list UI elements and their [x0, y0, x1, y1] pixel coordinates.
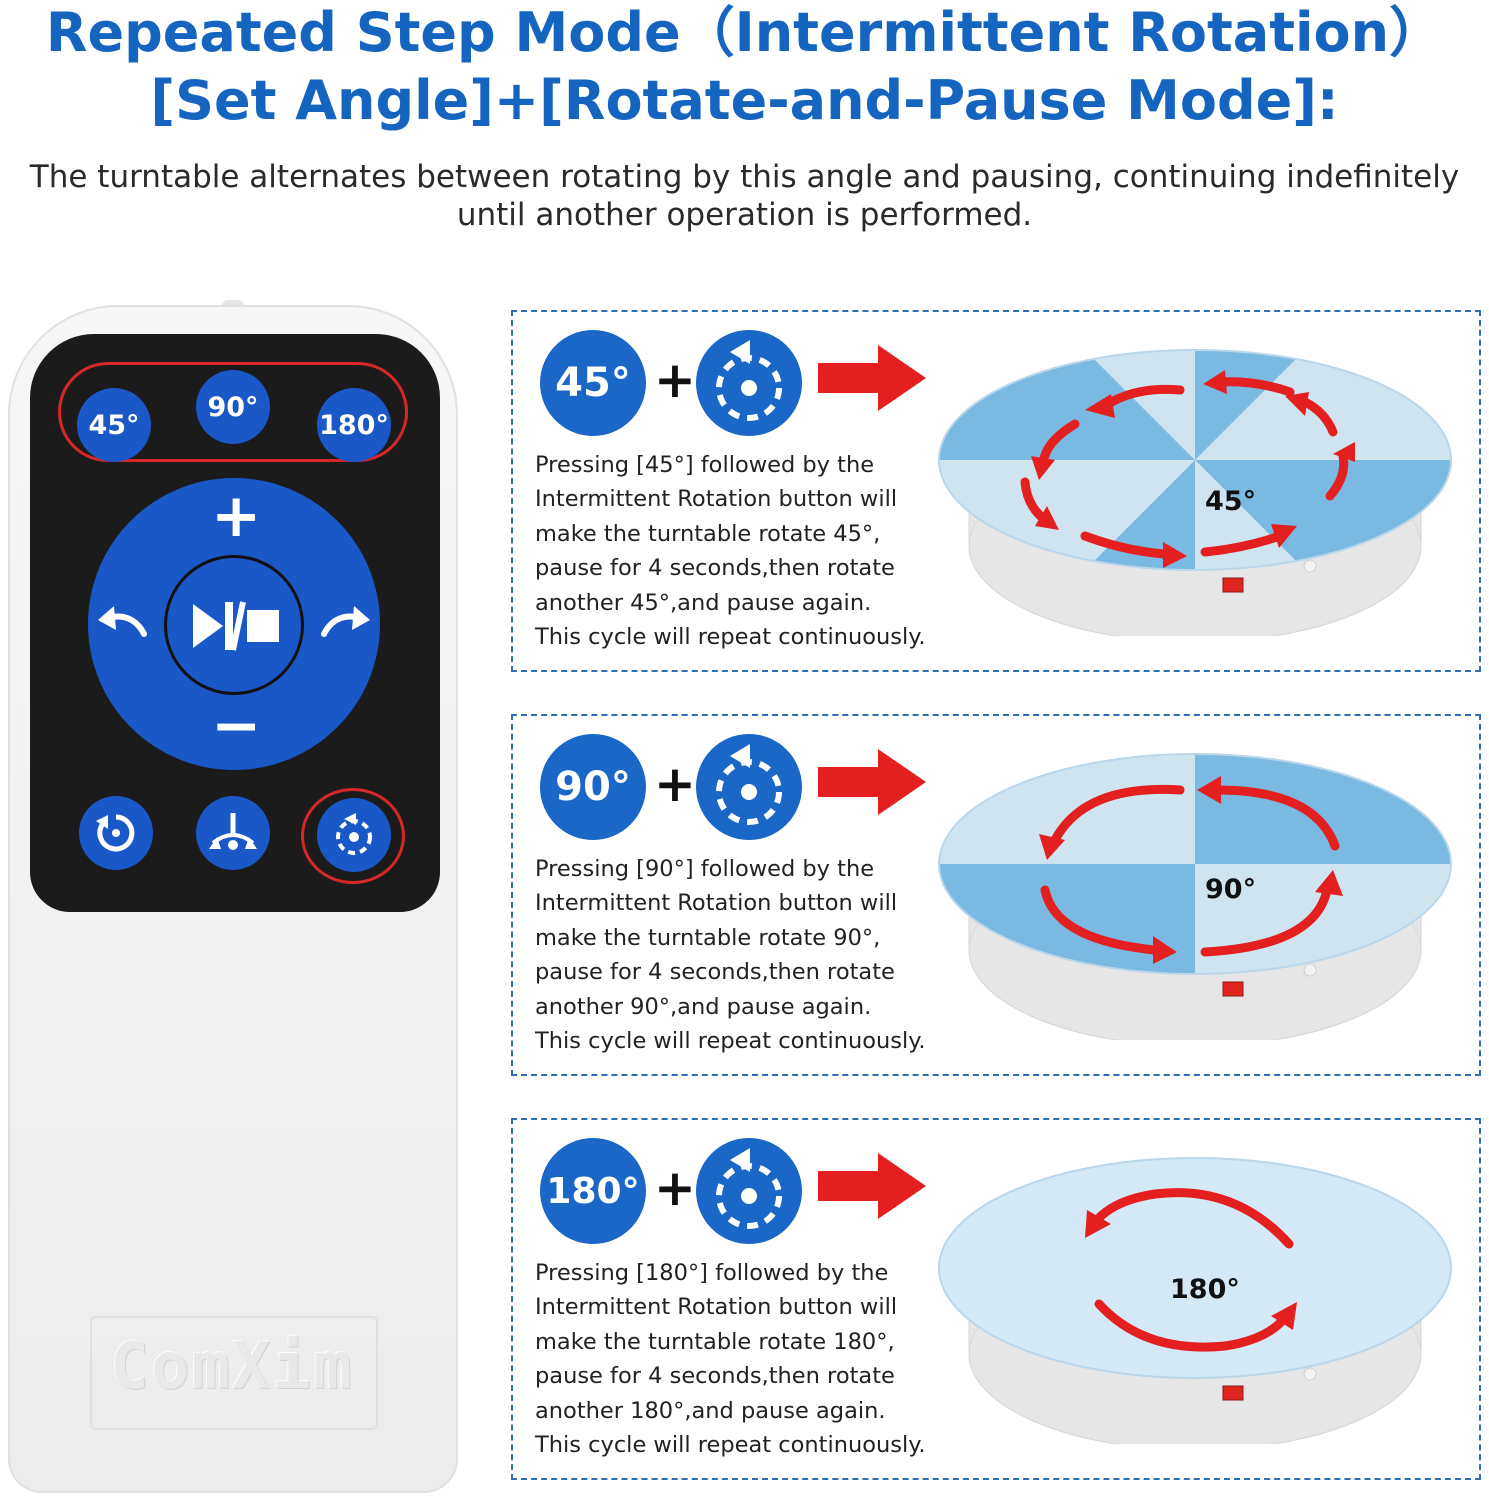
rotate-continuous-icon	[96, 814, 135, 852]
description-line: another 45°,and pause again.	[535, 589, 872, 616]
description-line: make the turntable rotate 45°,	[535, 520, 881, 547]
turntable-illustration	[938, 753, 1452, 1040]
brand-logo: ComXim	[110, 1330, 354, 1404]
angle-buttons-highlight	[58, 362, 408, 462]
page-title-line-2: [Set Angle]+[Rotate-and-Pause Mode]:	[150, 69, 1339, 132]
intermittent-rotation-icon	[696, 1138, 802, 1244]
turntable-illustration	[938, 349, 1452, 636]
angle-badge: 180°	[540, 1138, 646, 1244]
description-line: Pressing [45°] followed by the	[535, 452, 875, 478]
reset-position-icon	[209, 813, 257, 850]
page-title-line-1: Repeated Step Mode（Intermittent Rotation…	[45, 1, 1444, 64]
description-line: pause for 4 seconds,then rotate	[535, 959, 895, 986]
subtitle-line-2: until another operation is performed.	[456, 197, 1033, 233]
reset-position-button[interactable]	[196, 796, 270, 870]
intermittent-rotation-button[interactable]	[317, 798, 391, 872]
description-line: another 90°,and pause again.	[535, 993, 872, 1020]
remote-45-button[interactable]: 45°	[77, 388, 151, 462]
description-line: make the turntable rotate 180°,	[535, 1328, 895, 1355]
play-stop-button[interactable]	[164, 555, 304, 695]
intermittent-button-highlight	[301, 788, 405, 884]
red-arrow-icon	[818, 343, 928, 413]
page-subtitle: The turntable alternates between rotatin…	[20, 158, 1469, 234]
description-line: Intermittent Rotation button will	[535, 890, 898, 917]
continuous-rotation-button[interactable]	[79, 796, 153, 870]
mode-box-1	[511, 714, 1481, 1076]
description-line: This cycle will repeat continuously.	[535, 1028, 926, 1055]
plus-sign: +	[654, 1159, 696, 1217]
play-stop-icon	[193, 601, 279, 651]
description-line: This cycle will repeat continuously.	[535, 1432, 926, 1459]
rotate-left-icon[interactable]	[96, 600, 150, 640]
intermittent-rotation-icon	[336, 813, 372, 855]
description-line: This cycle will repeat continuously.	[535, 624, 926, 651]
description-line: another 180°,and pause again.	[535, 1397, 886, 1424]
speed-up-button[interactable]: +	[211, 481, 262, 551]
description-line: pause for 4 seconds,then rotate	[535, 1363, 895, 1390]
plus-sign: +	[654, 755, 696, 813]
mode-box-2	[511, 1118, 1481, 1480]
description-line: make the turntable rotate 90°,	[535, 924, 881, 951]
mode-box-0	[511, 310, 1481, 672]
brand-logo-plate	[90, 1316, 378, 1430]
description-line: Pressing [180°] followed by the	[535, 1260, 889, 1286]
description-line: pause for 4 seconds,then rotate	[535, 555, 895, 582]
red-arrow-icon	[818, 747, 928, 817]
intermittent-rotation-icon	[696, 734, 802, 840]
angle-badge: 45°	[540, 330, 646, 436]
description-line: Intermittent Rotation button will	[535, 1294, 898, 1321]
turntable-angle-label: 180°	[1170, 1274, 1240, 1305]
speed-down-button[interactable]: −	[211, 691, 262, 761]
description-line: Pressing [90°] followed by the	[535, 856, 875, 882]
rotate-right-icon[interactable]	[318, 600, 372, 640]
remote-180-button[interactable]: 180°	[317, 388, 391, 462]
turntable-illustration	[938, 1157, 1452, 1444]
red-arrow-icon	[818, 1151, 928, 1221]
remote-90-button[interactable]: 90°	[196, 370, 270, 444]
description-line: Intermittent Rotation button will	[535, 486, 898, 513]
turntable-angle-label: 90°	[1205, 874, 1257, 905]
turntable-angle-label: 45°	[1205, 486, 1257, 517]
angle-badge: 90°	[540, 734, 646, 840]
subtitle-line-1: The turntable alternates between rotatin…	[29, 159, 1460, 195]
plus-sign: +	[654, 351, 696, 409]
intermittent-rotation-icon	[696, 330, 802, 436]
